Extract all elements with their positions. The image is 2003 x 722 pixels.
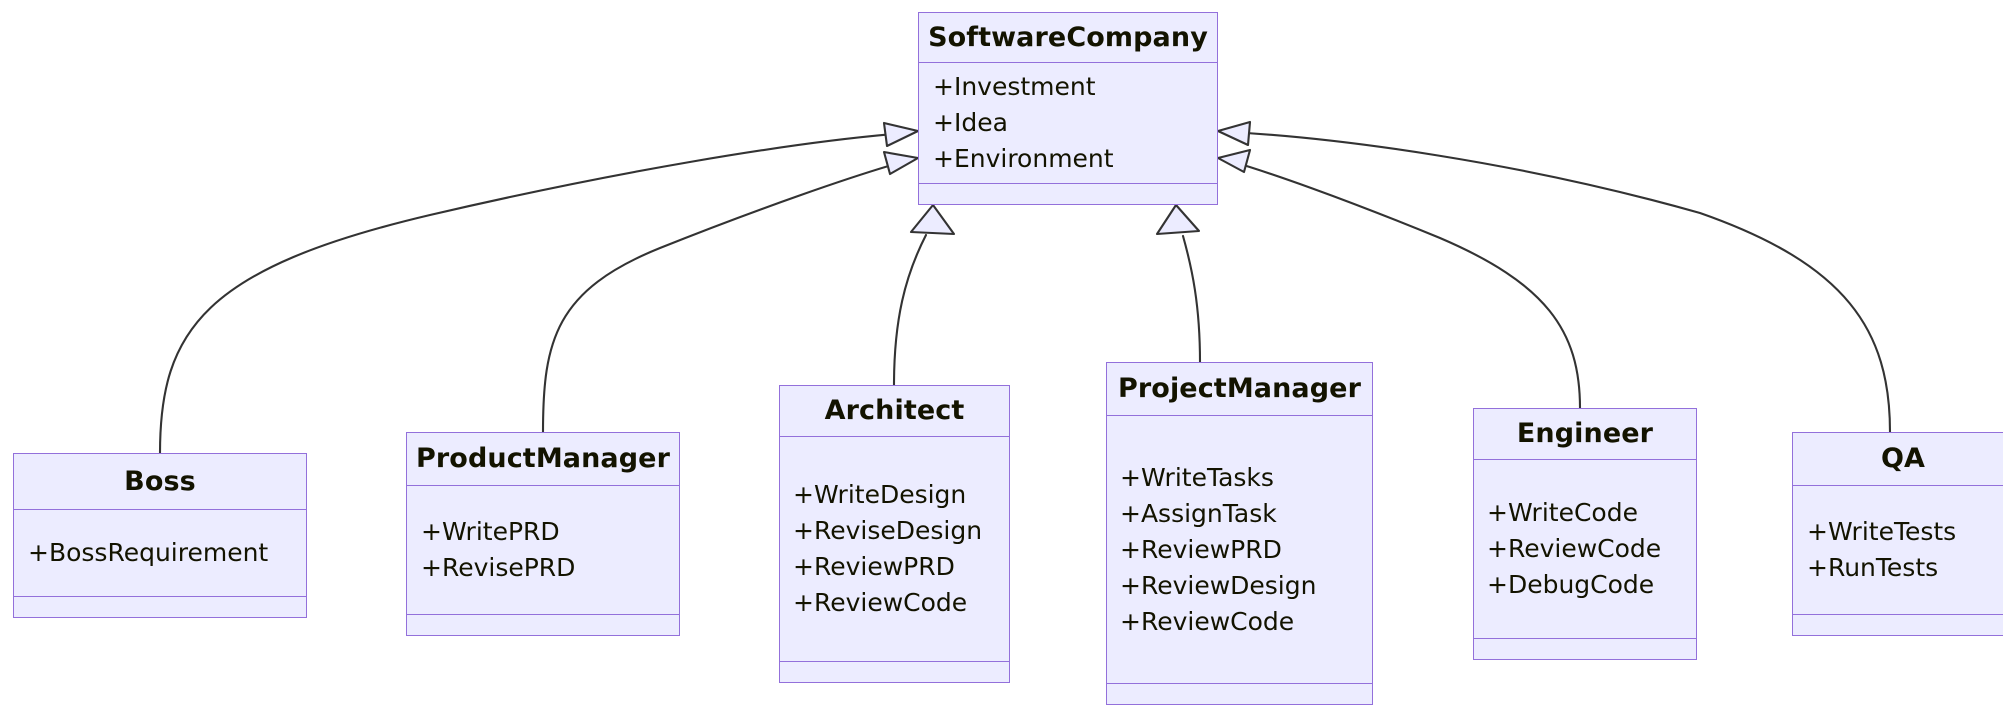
class-node-qa[interactable]: QA +WriteTests +RunTests bbox=[1792, 432, 2003, 636]
class-methods-softwarecompany bbox=[919, 184, 1217, 204]
class-attributes-engineer: +WriteCode +ReviewCode +DebugCode bbox=[1474, 460, 1696, 638]
class-attribute: +ReviewCode bbox=[793, 588, 968, 617]
class-title-softwarecompany: SoftwareCompany bbox=[928, 22, 1208, 53]
inheritance-arrowhead bbox=[1216, 148, 1252, 174]
class-attributes-projectmanager: +WriteTasks +AssignTask +ReviewPRD +Revi… bbox=[1107, 416, 1372, 683]
class-attribute: +ReviewDesign bbox=[1120, 570, 1317, 600]
class-divider bbox=[780, 436, 1009, 437]
class-divider bbox=[407, 485, 679, 486]
class-divider bbox=[1107, 683, 1372, 684]
class-title-architect: Architect bbox=[824, 395, 965, 426]
class-divider bbox=[780, 661, 1009, 662]
class-divider bbox=[1107, 415, 1372, 416]
class-attribute: +AssignTask bbox=[1120, 498, 1277, 528]
class-attributes-boss: +BossRequirement bbox=[14, 510, 306, 596]
class-attribute: +ReviewPRD bbox=[1120, 534, 1282, 564]
class-node-productmanager[interactable]: ProductManager +WritePRD +RevisePRD bbox=[406, 432, 680, 636]
class-title-projectmanager: ProjectManager bbox=[1117, 373, 1361, 404]
inheritance-arrowhead bbox=[909, 203, 956, 236]
class-attribute: +WriteCode bbox=[1487, 498, 1638, 527]
class-divider bbox=[1474, 638, 1696, 639]
class-attribute: +RevisePRD bbox=[421, 553, 576, 582]
class-divider bbox=[14, 596, 306, 597]
class-divider bbox=[14, 509, 306, 510]
class-node-projectmanager[interactable]: ProjectManager +WriteTasks +AssignTask +… bbox=[1106, 362, 1373, 705]
class-attributes-architect: +WriteDesign +ReviseDesign +ReviewPRD +R… bbox=[780, 437, 1009, 661]
class-title-qa: QA bbox=[1880, 443, 1926, 474]
class-attribute: +Investment bbox=[933, 72, 1096, 102]
edge-architect-to-softwarecompany bbox=[892, 203, 956, 387]
class-attributes-qa: +WriteTests +RunTests bbox=[1793, 486, 2003, 614]
class-attribute: +Idea bbox=[933, 108, 1008, 138]
class-attribute: +BossRequirement bbox=[28, 538, 269, 567]
class-attribute: +WriteDesign bbox=[793, 480, 967, 509]
class-attribute: +WritePRD bbox=[421, 517, 560, 546]
class-methods-qa bbox=[1793, 615, 2003, 635]
class-methods-projectmanager bbox=[1107, 684, 1372, 704]
class-title-engineer: Engineer bbox=[1516, 418, 1654, 449]
class-methods-boss bbox=[14, 597, 306, 617]
class-divider bbox=[1793, 485, 2003, 486]
class-attribute: +RunTests bbox=[1807, 553, 1939, 582]
class-node-boss[interactable]: Boss +BossRequirement bbox=[13, 453, 307, 618]
class-node-engineer[interactable]: Engineer +WriteCode +ReviewCode +DebugCo… bbox=[1473, 408, 1697, 660]
class-methods-engineer bbox=[1474, 639, 1696, 659]
inheritance-arrowhead bbox=[1216, 120, 1252, 147]
class-divider bbox=[919, 183, 1217, 185]
class-attribute: +WriteTests bbox=[1807, 517, 1957, 546]
inheritance-arrowhead bbox=[882, 150, 920, 176]
inheritance-arrowhead bbox=[882, 121, 920, 148]
class-node-softwarecompany[interactable]: SoftwareCompany +Investment +Idea +Envir… bbox=[918, 12, 1218, 205]
class-attribute: +ReviseDesign bbox=[793, 516, 983, 545]
class-attribute: +DebugCode bbox=[1487, 570, 1655, 599]
inheritance-arrowhead bbox=[1155, 203, 1201, 236]
class-attribute: +Environment bbox=[933, 144, 1114, 174]
class-divider bbox=[407, 614, 679, 615]
class-divider bbox=[1793, 614, 2003, 615]
class-divider bbox=[919, 62, 1217, 64]
class-attribute: +ReviewPRD bbox=[793, 552, 955, 581]
class-attributes-productmanager: +WritePRD +RevisePRD bbox=[407, 486, 679, 614]
class-attribute: +ReviewCode bbox=[1120, 606, 1295, 636]
class-methods-productmanager bbox=[407, 615, 679, 635]
class-attributes-softwarecompany: +Investment +Idea +Environment bbox=[919, 63, 1217, 183]
class-attribute: +WriteTasks bbox=[1120, 462, 1274, 492]
edge-projectmanager-to-softwarecompany bbox=[1155, 203, 1202, 364]
class-node-architect[interactable]: Architect +WriteDesign +ReviseDesign +Re… bbox=[779, 385, 1010, 683]
class-title-productmanager: ProductManager bbox=[416, 443, 670, 474]
class-divider bbox=[1474, 459, 1696, 460]
class-attribute: +ReviewCode bbox=[1487, 534, 1662, 563]
class-methods-architect bbox=[780, 662, 1009, 682]
class-title-boss: Boss bbox=[124, 466, 196, 497]
